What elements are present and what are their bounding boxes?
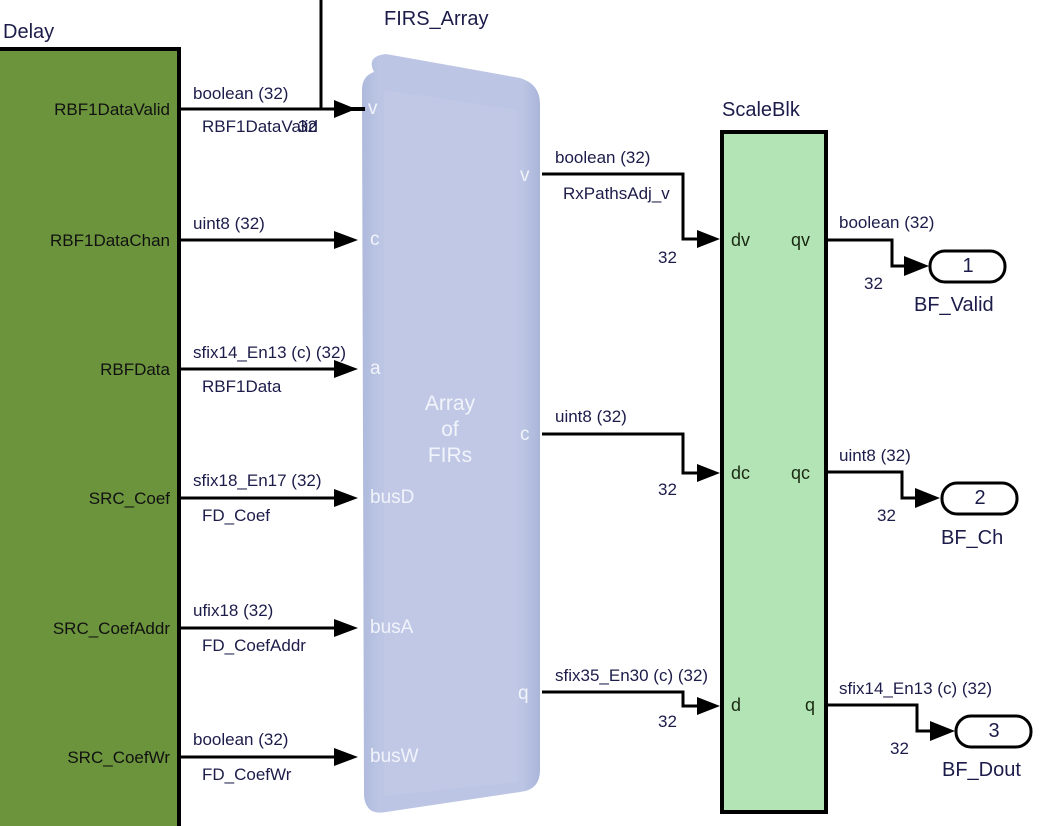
- scaleblk-out-port-label: q: [805, 695, 816, 715]
- delay-port-label: SRC_CoefAddr: [52, 619, 170, 638]
- outport-3-shape[interactable]: [954, 714, 1033, 749]
- delay-to-fir-lines: [180, 100, 365, 766]
- signal-type-label: uint8 (32): [839, 446, 911, 465]
- arrowhead-icon: [334, 489, 358, 507]
- arrowhead-icon: [334, 619, 358, 637]
- signal-type-label: uint8 (32): [555, 407, 627, 426]
- signal-type-label: sfix18_En17 (32): [193, 471, 322, 490]
- fir-out-port-label: c: [520, 424, 530, 445]
- outport-1[interactable]: [928, 249, 1007, 284]
- delay-block[interactable]: [0, 47, 181, 826]
- scaleblk-block-title: ScaleBlk: [722, 99, 800, 121]
- signal-name-label: FD_CoefAddr: [202, 636, 306, 655]
- firs-array-inner-panel: [384, 90, 518, 796]
- outport-1-shape[interactable]: [928, 249, 1007, 284]
- signal-name-label: RBF1DataValid: [202, 117, 318, 136]
- signal-name-label: RBF1Data: [202, 377, 282, 396]
- fir-out-port-label: q: [518, 683, 529, 704]
- outport-number: 3: [988, 720, 1000, 742]
- signal-name-label: RxPathsAdj_v: [563, 184, 670, 203]
- signal-name-label: FD_CoefWr: [202, 765, 292, 784]
- scaleblk-out-port-label: qv: [791, 230, 811, 250]
- arrowhead-icon: [697, 464, 720, 482]
- arrowhead-icon: [697, 697, 720, 715]
- delay-port-label: RBFData: [100, 360, 170, 379]
- fir-in-port-label: v: [368, 98, 378, 119]
- signal-dimension-label: 32: [890, 739, 909, 758]
- fir-out-port-label: v: [520, 165, 530, 186]
- fir-to-scale-lines: [542, 172, 720, 715]
- signal-dimension-label: 32: [658, 248, 677, 267]
- signal-line-fir-c[interactable]: [542, 432, 700, 475]
- arrowhead-icon: [930, 721, 955, 741]
- outport-name: BF_Dout: [942, 759, 1021, 781]
- outport-3[interactable]: [954, 714, 1033, 749]
- scaleblk-in-port-label: d: [731, 695, 742, 715]
- signal-type-label: uint8 (32): [193, 214, 265, 233]
- signal-type-label: ufix18 (32): [193, 601, 274, 620]
- signal-line-fir-q[interactable]: [542, 690, 700, 708]
- outport-number: 2: [974, 487, 986, 509]
- signal-dimension-label: 32: [864, 274, 883, 293]
- center-text-line: of: [441, 418, 459, 441]
- scale-to-out-lines: [828, 238, 955, 741]
- scaleblk-block[interactable]: [720, 130, 828, 814]
- delay-port-label: RBF1DataValid: [54, 100, 170, 119]
- delay-port-label: RBF1DataChan: [49, 231, 170, 250]
- fir-in-port-label: busA: [370, 617, 414, 638]
- outport-name: BF_Ch: [941, 527, 1004, 549]
- scaleblk-block-body[interactable]: [720, 130, 828, 814]
- signal-line-fir-v[interactable]: [542, 172, 700, 241]
- outport-number: 1: [962, 255, 974, 277]
- firs-array-block-title: FIRS_Array: [384, 8, 489, 30]
- arrowhead-icon: [334, 360, 358, 378]
- signal-type-label: boolean (32): [555, 148, 651, 167]
- outport-2-shape[interactable]: [940, 481, 1019, 516]
- fir-in-port-label: busW: [370, 746, 419, 767]
- scaleblk-in-port-label: dv: [731, 230, 751, 250]
- signal-type-label: sfix35_En30 (c) (32): [555, 666, 709, 685]
- signal-dimension-label: 32: [658, 712, 677, 731]
- arrowhead-icon: [904, 256, 929, 276]
- signal-dimension-label: 32: [658, 480, 677, 499]
- delay-port-label: SRC_CoefWr: [67, 748, 170, 767]
- firs-array-center-text: Array of FIRs: [410, 391, 490, 469]
- signal-type-label: boolean (32): [839, 213, 935, 232]
- firs-array-block[interactable]: [362, 54, 540, 813]
- signal-type-label: sfix14_En13 (c) (32): [839, 679, 993, 698]
- delay-port-label: SRC_Coef: [88, 489, 170, 508]
- signal-name-label: FD_Coef: [202, 506, 271, 525]
- center-text-line: FIRs: [427, 444, 473, 467]
- signal-type-label: sfix14_En13 (c) (32): [193, 343, 347, 362]
- outport-2[interactable]: [940, 481, 1019, 516]
- arrowhead-icon: [334, 100, 356, 118]
- arrowhead-icon: [697, 230, 720, 248]
- delay-block-title: Delay: [3, 21, 55, 43]
- signal-line-qv[interactable]: [828, 238, 910, 268]
- signal-dimension-label: 32: [877, 506, 896, 525]
- fir-in-port-label: a: [370, 358, 381, 379]
- scaleblk-out-port-label: qc: [791, 463, 811, 483]
- fir-in-port-label: busD: [370, 487, 415, 508]
- signal-line-qc[interactable]: [828, 470, 918, 500]
- arrowhead-icon: [334, 231, 358, 249]
- signal-dimension-label: 32: [298, 117, 317, 136]
- center-text-line: Array: [424, 392, 476, 415]
- arrowhead-icon: [334, 748, 358, 766]
- signal-type-label: boolean (32): [193, 84, 289, 103]
- arrowhead-icon: [915, 488, 940, 508]
- signal-line-q[interactable]: [828, 703, 933, 733]
- scaleblk-in-port-label: dc: [731, 463, 751, 483]
- fir-in-port-label: c: [370, 229, 380, 250]
- signal-type-label: boolean (32): [193, 730, 289, 749]
- delay-block-body[interactable]: [0, 49, 178, 826]
- outport-name: BF_Valid: [914, 294, 994, 316]
